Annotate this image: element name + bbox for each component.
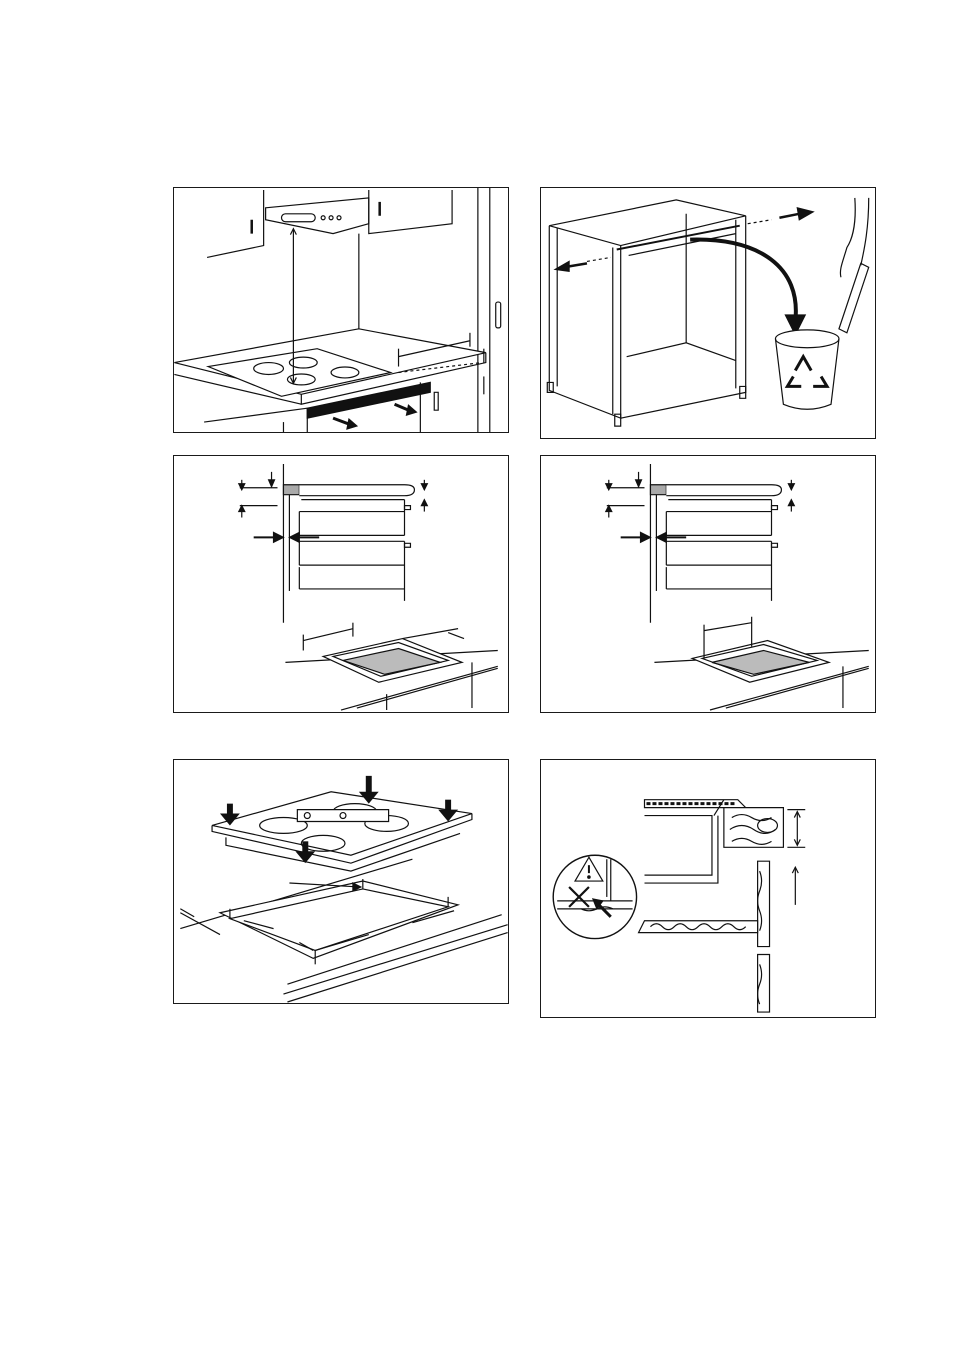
- recycle-bin-icon: [775, 330, 838, 409]
- figure-worktop-section-warning: [540, 759, 876, 1018]
- recycle-icon: [787, 357, 827, 387]
- hob: [212, 792, 472, 855]
- figure-remove-front-bar: [540, 187, 876, 439]
- hand-icon: [839, 198, 869, 333]
- figure-cutout-dimensions-a: [173, 455, 509, 713]
- figure-hood-clearance: [173, 187, 509, 433]
- wall-cabinet-right: [369, 190, 452, 234]
- wall-cabinet-left: [207, 190, 264, 257]
- figure-hob-insertion: [173, 759, 509, 1004]
- cooker-hood: [266, 198, 369, 234]
- figure-cutout-dimensions-b: [540, 455, 876, 713]
- warning-detail: [553, 855, 636, 938]
